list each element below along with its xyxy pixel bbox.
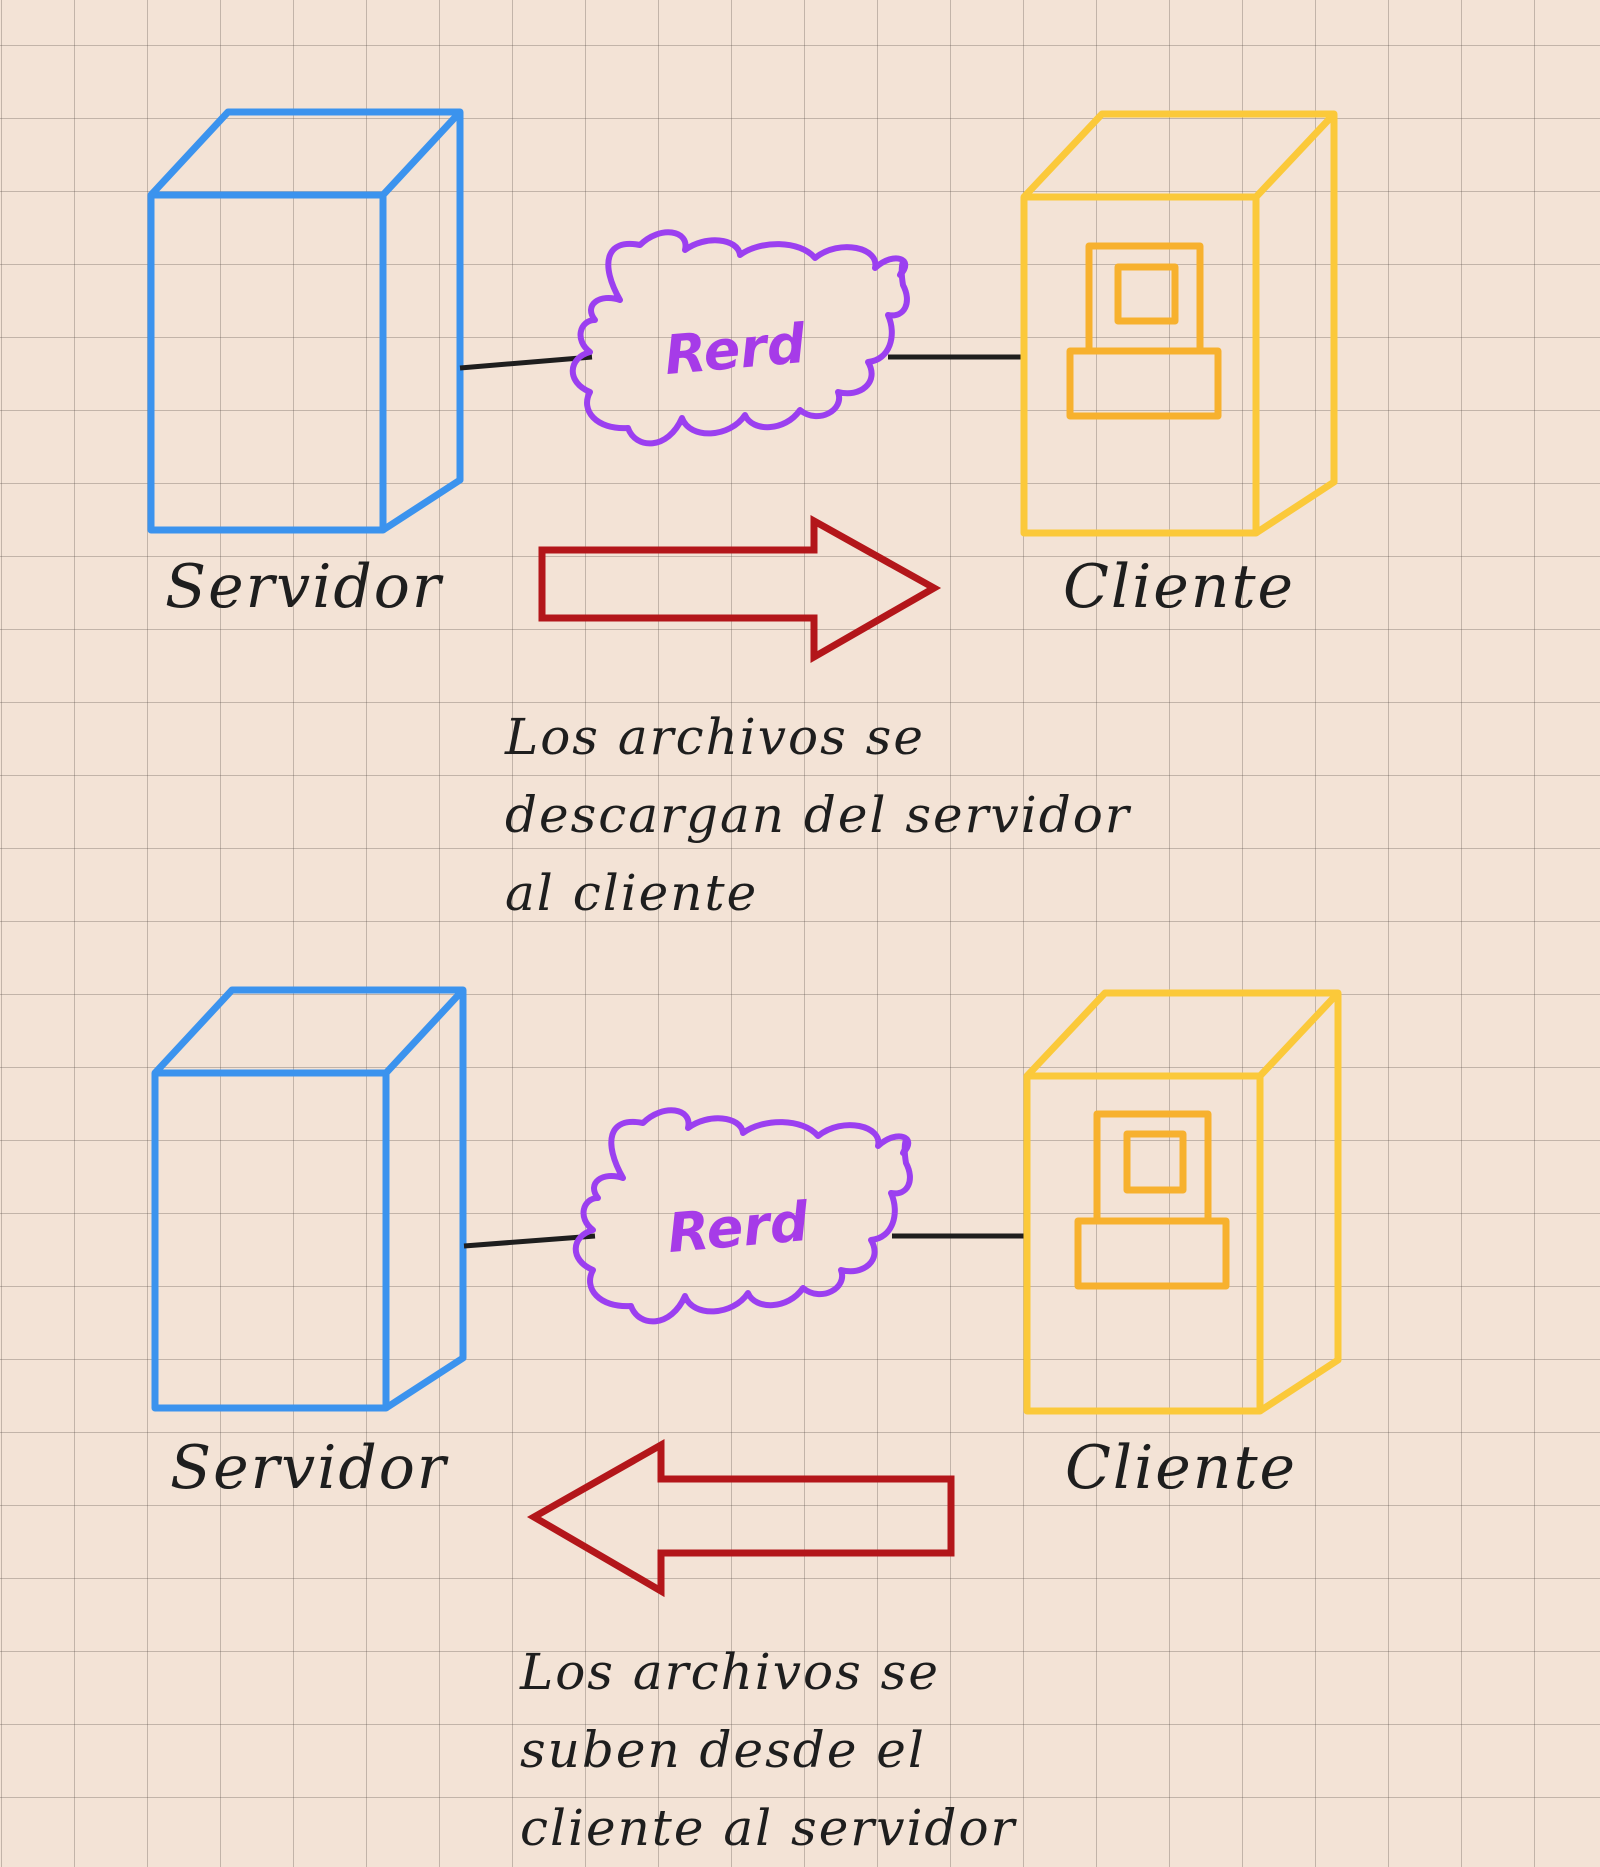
monitor-icon (1066, 242, 1222, 420)
network-cloud-icon: Rerd (576, 1110, 910, 1321)
panel-download: Rerd (147, 108, 1338, 664)
server-icon (147, 108, 464, 534)
network-label: Rerd (665, 1190, 812, 1265)
server-network-link (459, 354, 593, 371)
monitor-icon (1074, 1110, 1230, 1290)
arrow-left-icon (526, 1438, 955, 1598)
network-cloud-icon: Rerd (573, 232, 907, 443)
client-computer-icon (1020, 110, 1338, 537)
client-computer-icon (1023, 989, 1342, 1415)
arrow-right-icon (538, 515, 942, 664)
network-label: Rerd (662, 312, 809, 387)
server-label: Servidor (165, 552, 443, 622)
server-icon (151, 986, 467, 1412)
server-label: Servidor (170, 1433, 448, 1503)
panel-upload: Rerd (151, 986, 1342, 1598)
server-network-link (463, 1233, 596, 1249)
client-label: Cliente (1063, 552, 1296, 622)
client-label: Cliente (1065, 1433, 1298, 1503)
